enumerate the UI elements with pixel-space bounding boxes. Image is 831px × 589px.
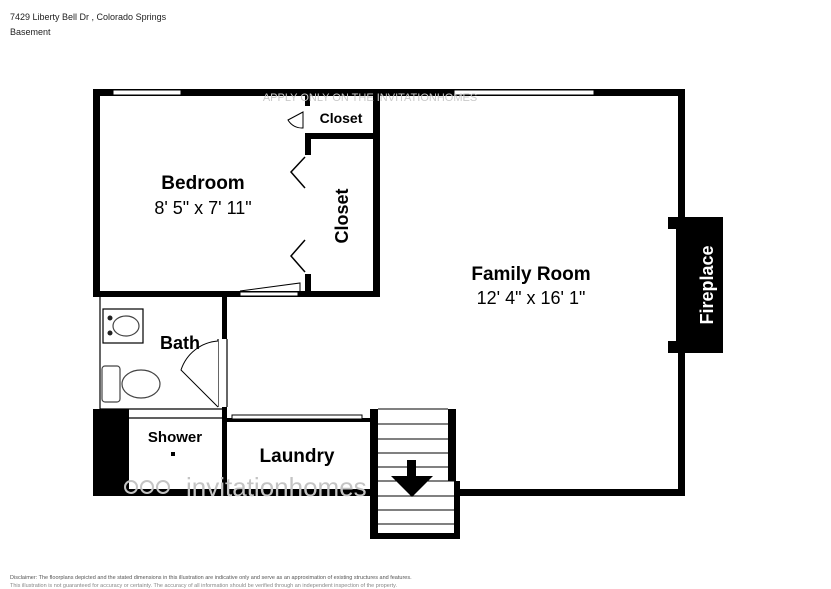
- wall-stair-right-bottom: [454, 481, 460, 539]
- wall-top: [93, 89, 683, 96]
- fireplace-label: Fireplace: [697, 245, 717, 324]
- bedroom-label: Bedroom: [161, 173, 244, 194]
- watermark-brand: invitationhomes: [124, 472, 367, 502]
- wall-stair-left: [370, 409, 378, 539]
- closet-side-label: Closet: [332, 188, 352, 243]
- window-bedroom-bottom: [239, 291, 299, 297]
- wall-bath-right-bottom: [222, 407, 227, 496]
- stairs: [378, 408, 454, 525]
- toilet-bowl-icon: [121, 369, 161, 399]
- wall-bottom-left: [93, 489, 378, 496]
- stair-arrow-shaft: [407, 460, 416, 478]
- stair-arrow-down-icon: [391, 476, 433, 497]
- door-closet-bifold-1: [289, 156, 306, 189]
- watermark-top: APPLY ONLY ON THE INVITATIONHOMES: [263, 92, 477, 104]
- family-room-dims: 12' 4" x 16' 1": [477, 288, 586, 308]
- laundry-label: Laundry: [260, 446, 335, 467]
- floor-label: Basement: [10, 27, 51, 37]
- wall-closet-side-top: [305, 139, 311, 155]
- disclaimer-line-1: Disclaimer: The floorplans depicted and …: [10, 575, 412, 581]
- door-bedroom: [239, 282, 301, 292]
- wall-stair-right-top: [448, 409, 456, 481]
- door-closet-bifold-2: [290, 239, 306, 273]
- fireplace-block: [676, 217, 723, 353]
- wall-bath-right-top: [222, 297, 227, 339]
- wall-closet-side-bottom: [305, 274, 311, 297]
- windows: [112, 89, 595, 420]
- bath-fixtures: [101, 308, 175, 456]
- walls: [93, 89, 685, 539]
- wall-laundry-top: [222, 418, 375, 422]
- wall-closet-top-jamb: [305, 96, 310, 106]
- doors: [180, 111, 306, 408]
- watermark-brand-text: invitationhomes: [186, 472, 367, 502]
- wall-block-lower-left: [93, 409, 129, 496]
- wall-left-bedroom: [93, 89, 100, 297]
- wall-closet-top-bottom: [305, 133, 380, 139]
- disclaimer-line-2: This illustration is not guaranteed for …: [10, 583, 398, 589]
- door-bath: [180, 340, 219, 408]
- family-room-label: Family Room: [471, 264, 590, 285]
- address-title: 7429 Liberty Bell Dr , Colorado Springs: [10, 12, 167, 22]
- wall-bedroom-right: [373, 96, 380, 297]
- shower-drain-icon: [171, 452, 175, 456]
- wall-stair-bottom: [370, 533, 460, 539]
- shower-label: Shower: [148, 429, 202, 446]
- bath-label: Bath: [160, 333, 200, 353]
- window-laundry: [231, 414, 363, 420]
- window-bedroom: [112, 89, 182, 96]
- fireplace: Fireplace: [668, 217, 723, 353]
- wall-bottom-right: [454, 489, 685, 496]
- door-closet-top: [287, 111, 304, 129]
- bedroom-dims: 8' 5" x 7' 11": [154, 198, 251, 218]
- window-family-room: [453, 89, 595, 96]
- toilet-tank-icon: [101, 365, 121, 403]
- sink-icon: [112, 315, 140, 337]
- closet-top-label: Closet: [320, 110, 363, 126]
